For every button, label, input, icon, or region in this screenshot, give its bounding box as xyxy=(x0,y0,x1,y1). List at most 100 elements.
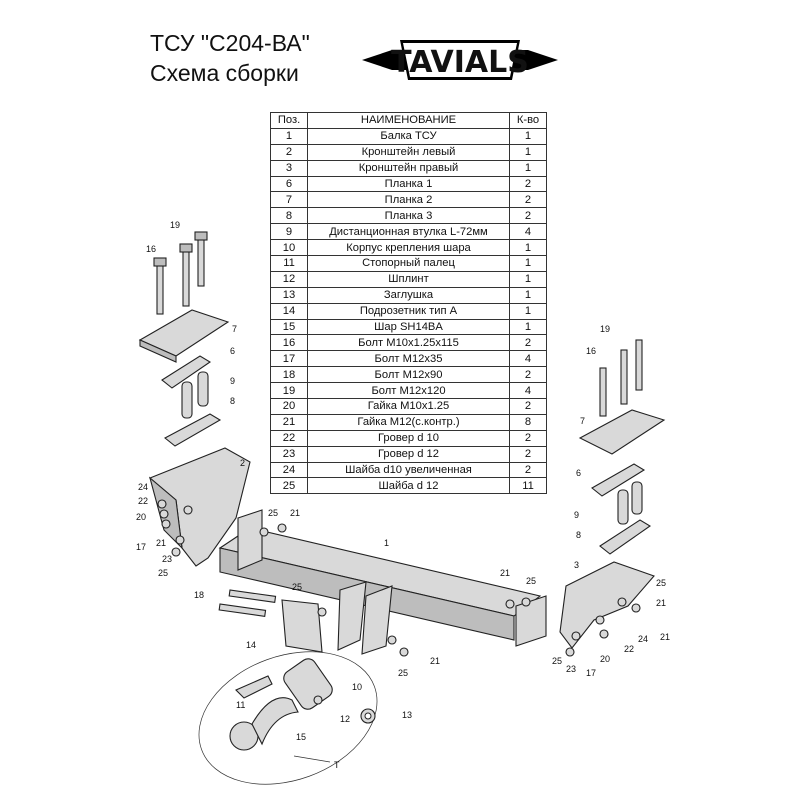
callout-21: 21 xyxy=(156,538,166,548)
cell-name: Болт М12х120 xyxy=(307,382,510,400)
callout-7: 7 xyxy=(232,324,237,334)
right-plate-6 xyxy=(591,463,646,497)
callout-19: 19 xyxy=(170,220,180,230)
hardware-washers-nuts xyxy=(157,499,641,705)
cell-name: Болт М12х35 xyxy=(307,350,510,368)
cell-pos: 23 xyxy=(270,445,308,463)
right-bracket-3 xyxy=(559,561,655,649)
callout-25: 25 xyxy=(398,668,408,678)
callout-21: 21 xyxy=(290,508,300,518)
callout-3: 3 xyxy=(574,560,579,570)
callout-6: 6 xyxy=(576,468,581,478)
cell-pos: 20 xyxy=(270,398,308,415)
tow-beam-1 xyxy=(218,509,547,655)
callout-21: 21 xyxy=(500,568,510,578)
callout-1: 1 xyxy=(384,538,389,548)
callout-16: 16 xyxy=(586,346,596,356)
table-header-row: Поз. НАИМЕНОВАНИЕ К-во xyxy=(270,112,547,129)
cell-qty: 1 xyxy=(509,270,547,288)
callout-9: 9 xyxy=(574,510,579,520)
callout-25: 25 xyxy=(268,508,278,518)
header-title-block: ТСУ "С204-ВА" Схема сборки xyxy=(150,28,310,88)
callout-24: 24 xyxy=(638,634,648,644)
tavials-logo: TAVIALS xyxy=(362,40,558,80)
cell-pos: 16 xyxy=(270,334,308,352)
cell-pos: 12 xyxy=(270,270,308,288)
callout-23: 23 xyxy=(566,664,576,674)
cell-name: Кронштейн правый xyxy=(307,159,510,177)
callout-25: 25 xyxy=(292,582,302,592)
callout-2: 2 xyxy=(240,458,245,468)
cell-name: Болт М12х90 xyxy=(307,366,510,384)
callout-7: 7 xyxy=(580,416,585,426)
ball-assembly-label: Т xyxy=(334,760,340,770)
callout-16: 16 xyxy=(146,244,156,254)
col-header-name: НАИМЕНОВАНИЕ xyxy=(307,112,510,129)
svg-text:TAVIALS: TAVIALS xyxy=(391,45,529,80)
callout-13: 13 xyxy=(402,710,412,720)
callout-8: 8 xyxy=(576,530,581,540)
callout-25: 25 xyxy=(158,568,168,578)
callout-24: 24 xyxy=(138,482,148,492)
callout-18: 18 xyxy=(194,590,204,600)
callout-23: 23 xyxy=(162,554,172,564)
cell-qty: 1 xyxy=(509,255,547,272)
cell-name: Корпус крепления шара xyxy=(307,239,510,257)
right-spacers-9 xyxy=(617,489,629,525)
document-title: ТСУ "С204-ВА" xyxy=(150,30,310,56)
right-plate-7 xyxy=(578,409,666,455)
callout-17: 17 xyxy=(586,668,596,678)
left-bolts-16-19 xyxy=(153,231,208,315)
cell-name: Шайба d 12 xyxy=(307,477,510,495)
callout-22: 22 xyxy=(138,496,148,506)
ball-assembly-outline xyxy=(198,651,378,785)
callout-6: 6 xyxy=(230,346,235,356)
bolts-18 xyxy=(218,589,277,617)
callout-20: 20 xyxy=(136,512,146,522)
left-spacers-9 xyxy=(181,381,193,419)
callout-21: 21 xyxy=(660,632,670,642)
callout-22: 22 xyxy=(624,644,634,654)
socket-holder-14 xyxy=(281,599,323,653)
callout-12: 12 xyxy=(340,714,350,724)
cell-name: Гровер d 10 xyxy=(307,429,510,447)
callout-17: 17 xyxy=(136,542,146,552)
callout-21: 21 xyxy=(430,656,440,666)
callout-15: 15 xyxy=(296,732,306,742)
left-plate-6 xyxy=(161,355,212,389)
cell-qty: 11 xyxy=(509,477,547,495)
cell-name: Гайка М12(с.контр.) xyxy=(307,413,510,431)
callout-25: 25 xyxy=(526,576,536,586)
left-plate-8 xyxy=(164,413,222,447)
callout-25: 25 xyxy=(656,578,666,588)
callout-19: 19 xyxy=(600,324,610,334)
callout-21: 21 xyxy=(656,598,666,608)
right-plate-8 xyxy=(599,519,652,555)
right-bolts-16-19 xyxy=(599,339,643,417)
callout-20: 20 xyxy=(600,654,610,664)
document-subtitle: Схема сборки xyxy=(150,60,299,86)
callout-10: 10 xyxy=(352,682,362,692)
callout-11: 11 xyxy=(236,700,245,710)
callout-9: 9 xyxy=(230,376,235,386)
callout-14: 14 xyxy=(246,640,256,650)
cell-name: Шар SH14BA xyxy=(307,318,510,336)
locking-pin-11 xyxy=(235,675,273,699)
cell-name: Планка 2 xyxy=(307,191,510,209)
